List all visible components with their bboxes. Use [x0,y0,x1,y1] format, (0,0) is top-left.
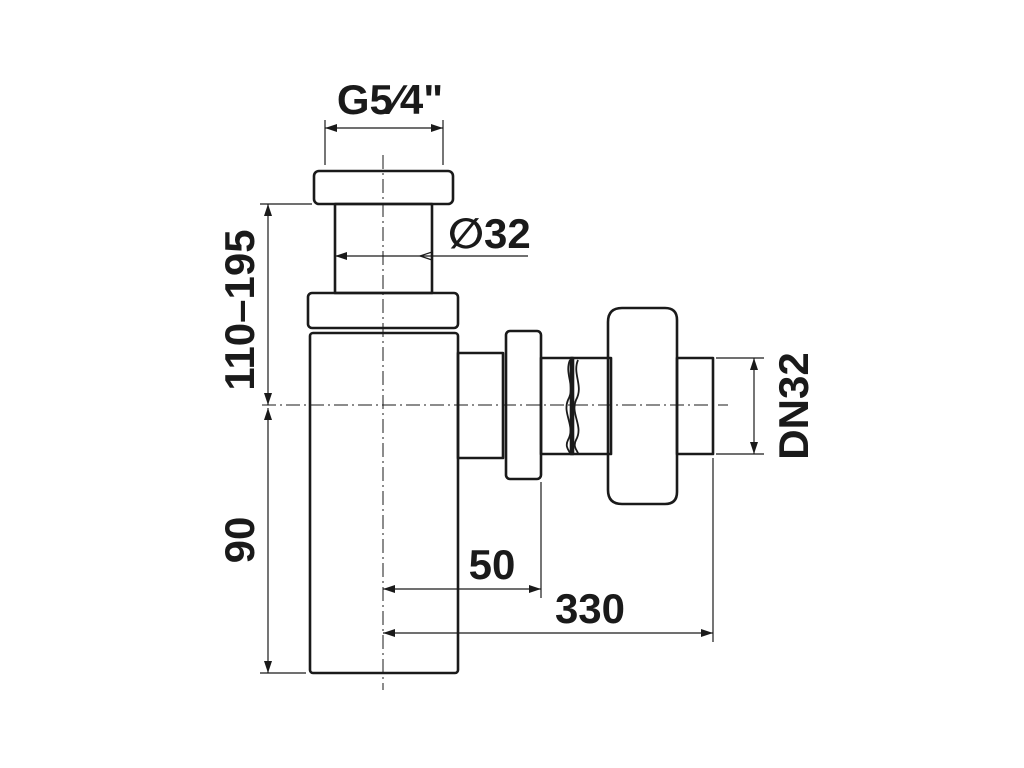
thread-dimension-label: G5⁄4" [337,76,443,123]
outlet-pipe-left [539,356,575,456]
pipe-break-mark [565,359,572,455]
wall-rosette [606,306,679,506]
pipe-break-mark-2 [573,359,580,455]
lower-height-dimension-label: 90 [216,517,263,564]
wall-pipe [675,356,715,456]
height-range-dimension-label: 110–195 [216,229,263,390]
union-nut [306,291,460,330]
outlet-size-dimension-label: DN32 [770,352,817,459]
outlet-length-dimension-label: 330 [555,585,625,632]
outlet-stub [456,351,505,460]
outlet-pipe-right [569,356,613,456]
diameter-dimension-label: ∅32 [448,210,531,257]
bottle-body [308,331,460,675]
outlet-offset-dimension-label: 50 [469,541,516,588]
